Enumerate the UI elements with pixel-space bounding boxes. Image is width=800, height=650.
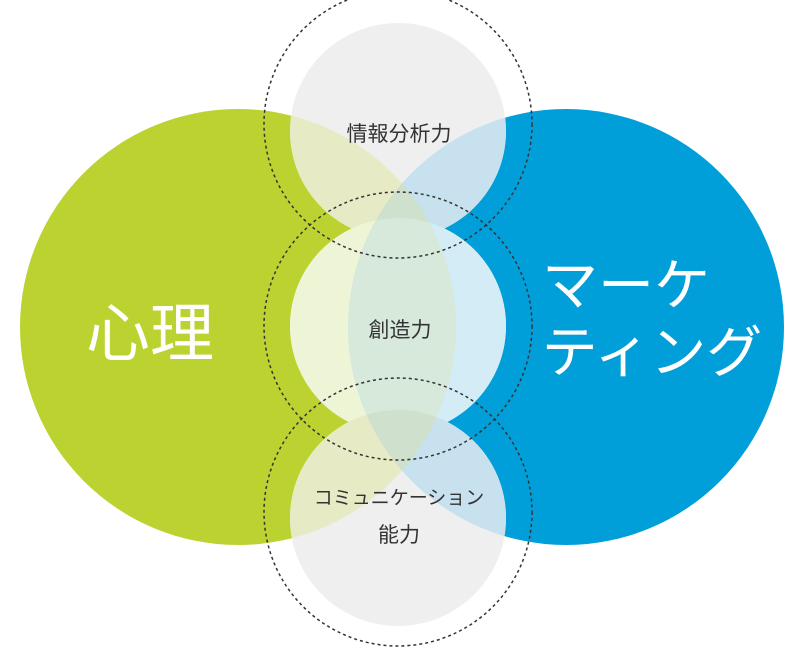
label-marketing-line1: マーケ (542, 254, 710, 319)
dashed-rings (263, 0, 533, 647)
ring-info-analysis (263, 0, 533, 259)
ring-creativity (263, 191, 533, 461)
label-info-analysis: 情報分析力 (347, 122, 452, 146)
label-communication-line1: コミュニケーション (314, 487, 485, 509)
label-communication-line2: 能力 (378, 523, 420, 547)
label-marketing-line2: ティング (542, 321, 763, 386)
ring-communication (263, 377, 533, 647)
label-creativity: 創造力 (369, 318, 432, 342)
label-psychology: 心理 (86, 298, 214, 372)
